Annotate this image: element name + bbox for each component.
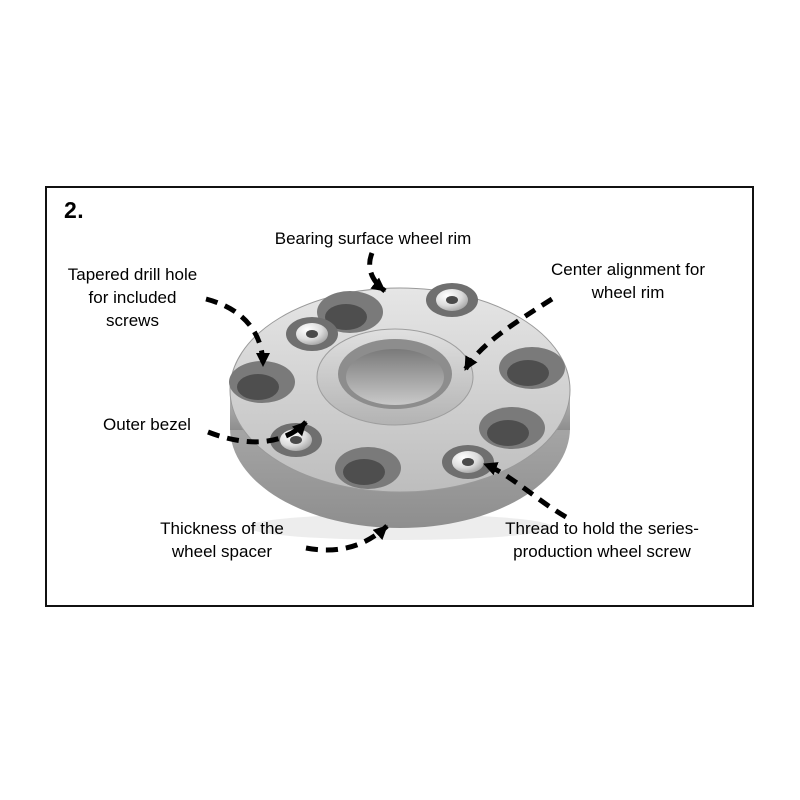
arrow-tapered-drill-hole	[205, 296, 270, 367]
drill-hole	[335, 447, 401, 489]
figure-number: 2.	[64, 197, 85, 223]
arrow-thickness	[305, 524, 389, 553]
threaded-insert	[286, 317, 338, 351]
annotation-arrows	[205, 252, 568, 553]
label-thickness: Thickness of the wheel spacer	[160, 519, 284, 561]
threaded-insert	[426, 283, 478, 317]
arrow-bearing-surface	[367, 252, 387, 293]
spacer-threaded-inserts	[270, 283, 494, 479]
drill-hole	[317, 291, 383, 333]
drill-hole	[499, 347, 565, 389]
drill-hole	[229, 361, 295, 403]
drill-hole	[479, 407, 545, 449]
label-bearing-surface: Bearing surface wheel rim	[274, 229, 472, 248]
arrow-center-alignment	[462, 296, 554, 372]
spacer-drill-holes	[229, 291, 565, 489]
label-thread: Thread to hold the series- production wh…	[505, 519, 699, 561]
label-tapered-drill-hole: Tapered drill hole for included screws	[67, 265, 198, 330]
label-outer-bezel: Outer bezel	[103, 415, 191, 434]
label-center-alignment: Center alignment for wheel rim	[550, 260, 706, 302]
spacer-center-hub	[316, 328, 474, 426]
arrow-thread	[483, 461, 568, 520]
threaded-insert	[442, 445, 494, 479]
